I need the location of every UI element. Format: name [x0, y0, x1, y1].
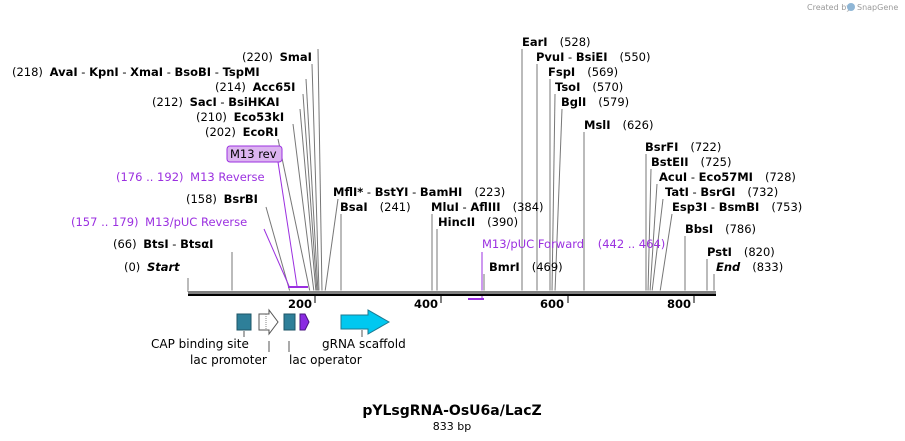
site-saci: (212) SacI - BsiHKAI [152, 95, 279, 109]
site-smai: (220) SmaI [242, 50, 312, 64]
features [236, 308, 391, 352]
site-bsai: BsaI(241) [340, 200, 411, 214]
site-acc65i: (214) Acc65I [215, 80, 295, 94]
snapgene-logo-icon [847, 3, 855, 11]
sites-middle: MflI* - BstYI - BamHI(223) BsaI(241) Mlu… [333, 35, 653, 274]
site-bsrbi: (158) BsrBI [186, 192, 258, 206]
feature-cap-binding-site: CAP binding site [151, 337, 249, 351]
feature-lac-promoter: lac promoter [190, 353, 267, 367]
map-title: pYLsgRNA-OsU6a/LacZ [362, 403, 541, 419]
site-bmri: BmrI(469) [489, 260, 563, 274]
site-end: End(833) [716, 260, 783, 274]
primer-m13-puc-forward-bar [468, 298, 484, 300]
site-esp3i: Esp3I - BsmBI(753) [672, 200, 802, 214]
site-bsrfi: BsrFI(722) [645, 140, 721, 154]
primer-m13-reverse: (176 .. 192) M13 Reverse [116, 170, 265, 184]
credit-prefix: Created by [807, 3, 851, 12]
primer-m13-rev-label: M13 rev [230, 147, 277, 161]
lacz-alpha-arrow [299, 313, 310, 331]
tick-label: 800 [667, 297, 691, 311]
site-mlui: MluI - AflIII(384) [431, 200, 544, 214]
sites-left: (220) SmaI (218) AvaI - KpnI - XmaI - Bs… [12, 50, 312, 274]
site-psti: PstI(820) [707, 245, 775, 259]
site-bsteii: BstEII(725) [651, 155, 731, 169]
site-bgli: BglI(579) [561, 95, 629, 109]
site-tati: TatI - BsrGI(732) [665, 185, 778, 199]
site-ecori: (202) EcoRI [205, 125, 278, 139]
site-eari: EarI(528) [522, 35, 591, 49]
lac-operator-block [283, 313, 296, 331]
site-msli: MslI(626) [584, 118, 653, 132]
site-hincii: HincII(390) [438, 215, 518, 229]
primer-lines [263, 161, 483, 298]
feature-lac-operator: lac operator [289, 353, 362, 367]
lac-promoter-arrow [258, 308, 279, 336]
site-btsi: (66) BtsI - BtsαI [113, 237, 213, 251]
site-mfli-group: MflI* - BstYI - BamHI(223) [333, 185, 505, 199]
primer-m13-puc-forward: M13/pUC Forward (442 .. 464) [482, 237, 665, 251]
site-pvui: PvuI - BsiEI(550) [536, 50, 650, 64]
credit-brand: SnapGene [857, 3, 898, 12]
site-bbsi: BbsI(786) [685, 222, 756, 236]
site-eco53ki: (210) Eco53kI [196, 110, 284, 124]
map-subtitle: 833 bp [433, 420, 471, 433]
tick-label: 600 [540, 297, 564, 311]
feature-grna-scaffold: gRNA scaffold [322, 337, 406, 351]
site-tsoi: TsoI(570) [555, 80, 623, 94]
site-lines [187, 48, 715, 293]
site-fspi: FspI(569) [548, 65, 618, 79]
cap-binding-site-block [236, 313, 252, 331]
tick-label: 200 [288, 297, 312, 311]
site-start: (0) Start [124, 260, 180, 274]
primer-m13-puc-reverse: (157 .. 179) M13/pUC Reverse [71, 215, 247, 229]
primer-m13-reverse-bar [288, 286, 308, 288]
site-avai-group: (218) AvaI - KpnI - XmaI - BsoBI - TspMI [12, 65, 260, 79]
ruler: 200 400 600 800 [288, 296, 695, 311]
tick-label: 400 [414, 297, 438, 311]
grna-scaffold-arrow [340, 309, 391, 335]
sites-right: BsrFI(722) BstEII(725) AcuI - Eco57MI(72… [645, 140, 802, 274]
site-acui: AcuI - Eco57MI(728) [659, 170, 796, 184]
primer-m13-rev-box: M13 rev [226, 145, 283, 163]
